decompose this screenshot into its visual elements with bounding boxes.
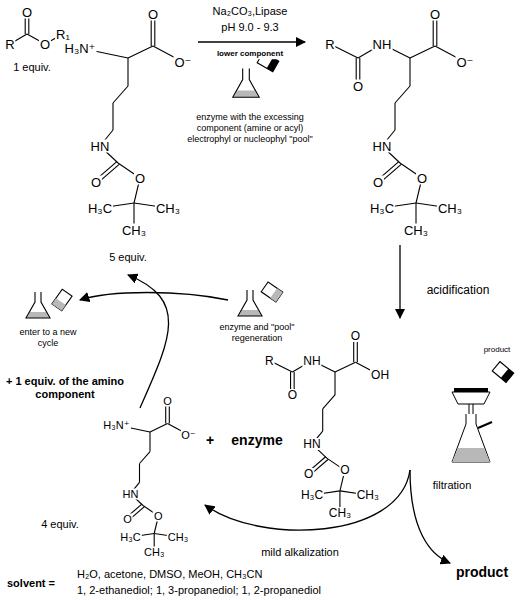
atom-label: H₃N⁺ bbox=[102, 420, 130, 431]
atom-label: O bbox=[350, 330, 361, 342]
chemical-bond bbox=[127, 58, 128, 86]
atom-label: HN bbox=[90, 140, 111, 153]
chemical-bond bbox=[139, 464, 140, 483]
atom-label: H₃N⁺ bbox=[64, 42, 97, 55]
reaction-arrow bbox=[80, 293, 228, 301]
scheme-note: enzyme bbox=[229, 432, 284, 449]
atom-label: R bbox=[264, 355, 275, 367]
atom-label: O bbox=[372, 176, 384, 189]
atom-label: CH₃ bbox=[403, 224, 429, 237]
atom-label: HN bbox=[372, 140, 393, 153]
chemical-bond bbox=[140, 452, 151, 464]
atom-label: O bbox=[287, 389, 298, 401]
atom-label: H₃C bbox=[87, 202, 113, 215]
scheme-note: enzyme with the excessing component (ami… bbox=[182, 112, 318, 144]
reaction-arrow bbox=[128, 275, 169, 408]
atom-label: R bbox=[4, 38, 15, 51]
atom-label: NH bbox=[302, 355, 321, 367]
atom-label: O⁻ bbox=[456, 56, 475, 69]
atom-label: O bbox=[153, 511, 164, 522]
atom-label: O⁻ bbox=[180, 429, 196, 440]
chemical-bond bbox=[395, 86, 410, 103]
atom-label: H₃C bbox=[300, 489, 324, 501]
atom-label: CH₃ bbox=[437, 202, 463, 215]
atom-label: H₃C bbox=[119, 532, 141, 543]
tilted-beaker bbox=[52, 289, 72, 311]
scheme-note: 5 equiv. bbox=[107, 251, 149, 264]
atom-label: O bbox=[21, 6, 33, 19]
tilted-beaker bbox=[261, 282, 283, 302]
chemical-bond bbox=[112, 103, 113, 130]
atom-label: NH bbox=[372, 38, 393, 51]
atom-label: O bbox=[39, 38, 51, 51]
scheme-note: filtration bbox=[431, 479, 474, 492]
scheme-note: enter to a new cycle bbox=[10, 327, 86, 349]
atom-label: O bbox=[134, 172, 146, 185]
scheme-note: lower component bbox=[215, 49, 285, 59]
atom-label: O bbox=[429, 8, 441, 21]
atom-label: HN bbox=[121, 488, 139, 499]
atom-label: CH₃ bbox=[356, 489, 380, 501]
atom-label: O bbox=[416, 172, 428, 185]
atom-label: CH₃ bbox=[167, 532, 189, 543]
scheme-note: H₂O, acetone, DMSO, MeOH, CH₃CN bbox=[75, 568, 264, 581]
scheme-note: + bbox=[204, 432, 216, 449]
chemical-bond bbox=[128, 46, 153, 58]
chemical-bond bbox=[335, 362, 356, 372]
scheme-note: enzyme and "pool" regeneration bbox=[205, 322, 309, 344]
chemical-bond bbox=[322, 409, 323, 431]
chemical-bond bbox=[334, 372, 335, 395]
erlenmeyer-flask bbox=[26, 292, 50, 318]
erlenmeyer-flask bbox=[238, 290, 262, 316]
atom-label: H₃C bbox=[369, 202, 395, 215]
scheme-note: product bbox=[482, 345, 513, 355]
scheme-note: mild alkalization bbox=[259, 546, 341, 559]
scheme-arrows bbox=[80, 42, 450, 563]
reaction-arrow bbox=[399, 245, 400, 318]
scheme-note: pH 9.0 - 9.3 bbox=[219, 21, 280, 34]
atom-label: CH₃ bbox=[328, 507, 352, 519]
scheme-note: product bbox=[454, 564, 510, 581]
atom-label: O bbox=[339, 464, 350, 476]
atom-label: O⁻ bbox=[174, 56, 193, 69]
atom-label: CH₃ bbox=[155, 202, 181, 215]
scheme-note: 1, 2-ethanediol; 1, 3-propanediol; 1, 2-… bbox=[75, 584, 323, 597]
chemical-bond bbox=[150, 424, 168, 432]
atom-label: CH₃ bbox=[121, 224, 147, 237]
scheme-note: 4 equiv. bbox=[39, 518, 81, 531]
atom-label: OH bbox=[370, 369, 390, 381]
atom-label: R bbox=[324, 38, 335, 51]
scheme-note: + 1 equiv. of the amino component bbox=[2, 375, 128, 401]
atom-label: O bbox=[122, 513, 133, 524]
atom-label: O bbox=[147, 8, 159, 21]
atom-label: O bbox=[303, 468, 314, 480]
buchner-filtration bbox=[452, 388, 492, 462]
erlenmeyer-flask bbox=[233, 69, 259, 98]
atom-label: CH₃ bbox=[143, 547, 165, 558]
scheme-note: solvent = bbox=[5, 577, 57, 590]
atom-label: O bbox=[352, 80, 364, 93]
chemical-bond bbox=[149, 432, 150, 452]
chemical-bond bbox=[409, 58, 410, 86]
atom-label: HN bbox=[302, 438, 321, 450]
scheme-note: 1 equiv. bbox=[11, 61, 53, 74]
bond-lines bbox=[10, 12, 465, 552]
reaction-arrow bbox=[198, 41, 305, 42]
scheme-note: acidification bbox=[425, 283, 492, 297]
tilted-beaker bbox=[492, 362, 514, 383]
chemical-bond bbox=[113, 86, 128, 103]
atom-label: O bbox=[162, 396, 173, 407]
atom-label: R₁ bbox=[55, 28, 71, 41]
chemical-bond bbox=[394, 103, 395, 130]
chemical-bond bbox=[410, 46, 435, 58]
chemical-bond bbox=[323, 395, 335, 409]
atom-label: O bbox=[90, 176, 102, 189]
scheme-note: Na₂CO₃,Lipase bbox=[211, 5, 290, 18]
